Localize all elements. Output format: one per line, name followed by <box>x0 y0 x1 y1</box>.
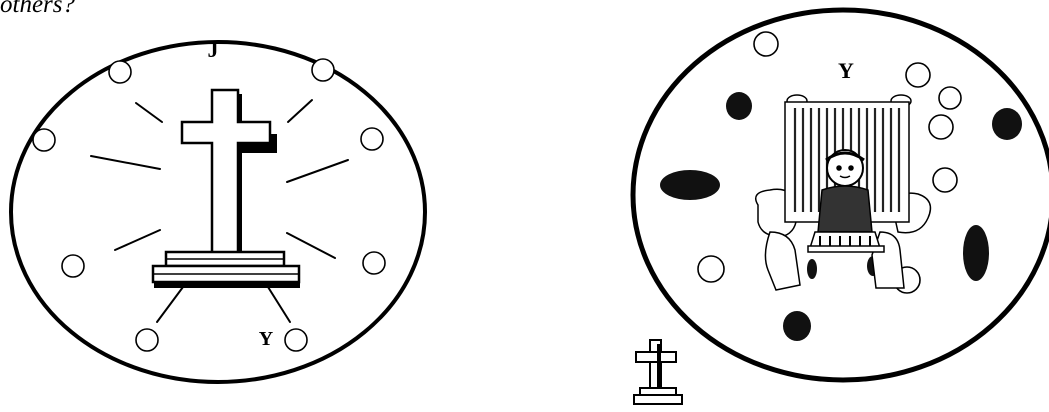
small-cross-icon <box>634 340 682 404</box>
open-circle <box>285 329 307 351</box>
filled-dot <box>963 225 989 281</box>
open-circle <box>33 129 55 151</box>
filled-dot <box>726 92 752 120</box>
left-top-letter: J <box>208 37 219 62</box>
filled-dot <box>783 311 811 341</box>
left-bottom-letter: Y <box>259 328 274 350</box>
left-open-circles <box>33 59 385 351</box>
open-circle <box>109 61 131 83</box>
cross-icon <box>153 90 300 288</box>
ray-line <box>287 160 348 182</box>
open-circle <box>906 63 930 87</box>
open-circle <box>698 256 724 282</box>
filled-dot <box>660 170 720 200</box>
ray-line <box>268 287 290 322</box>
right-diagram: Y <box>633 10 1049 380</box>
ray-line <box>136 103 162 122</box>
open-circle <box>754 32 778 56</box>
open-circle <box>939 87 961 109</box>
open-circle <box>136 329 158 351</box>
open-circle <box>361 128 383 150</box>
open-circle <box>62 255 84 277</box>
ray-line <box>115 230 160 250</box>
open-circle <box>929 115 953 139</box>
right-top-letter: Y <box>838 58 854 83</box>
throne-figure-icon <box>756 95 931 290</box>
ray-line <box>287 233 335 258</box>
filled-dot <box>807 259 817 279</box>
filled-dot <box>992 108 1022 140</box>
ray-line <box>288 100 312 122</box>
open-circle <box>933 168 957 192</box>
open-circle <box>363 252 385 274</box>
ray-line <box>91 156 160 169</box>
open-circle <box>312 59 334 81</box>
left-diagram: J Y <box>11 37 425 382</box>
ray-line <box>157 287 183 322</box>
